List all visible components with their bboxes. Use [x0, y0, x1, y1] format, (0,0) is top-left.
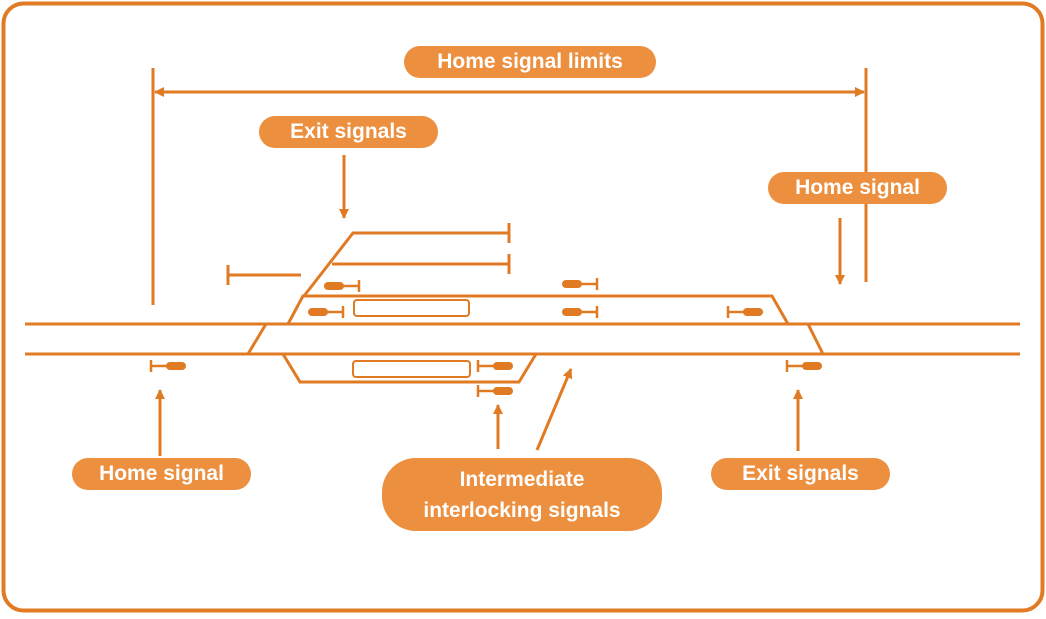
exit-signals-bottom-label: Exit signals — [711, 458, 890, 490]
intermediate-signal-lower-b — [476, 385, 513, 397]
exit-signal-loop-left — [308, 306, 345, 318]
exit-signal-right-head — [785, 360, 822, 372]
intermediate-signal-upper — [562, 278, 599, 290]
exit-signals-top-label: Exit signals — [259, 116, 438, 148]
signals — [149, 278, 822, 397]
home-signal-left-head — [149, 360, 186, 372]
home-signal-right-head — [726, 306, 763, 318]
loop-track-outer — [246, 322, 825, 355]
platform-lower — [352, 360, 471, 378]
siding-track-top — [302, 231, 509, 297]
home-signal-right-label: Home signal — [768, 172, 947, 204]
home-signal-limits-label: Home signal limits — [404, 46, 656, 78]
home-signal-left-label: Home signal — [72, 458, 251, 490]
exit-signal-siding — [324, 280, 361, 292]
intermediate-signal-pointer-b — [535, 368, 573, 451]
platform-upper — [353, 299, 470, 317]
intermediate-interlocking-signals-label: Intermediate interlocking signals — [382, 458, 662, 531]
intermediate-label-line1: Intermediate — [459, 467, 585, 491]
loop-track-lower — [281, 353, 538, 384]
intermediate-signal-lower-a — [476, 360, 513, 372]
siding-track-upper — [286, 294, 790, 325]
intermediate-signal-middle — [562, 306, 599, 318]
intermediate-label-line2: interlocking signals — [423, 498, 621, 522]
